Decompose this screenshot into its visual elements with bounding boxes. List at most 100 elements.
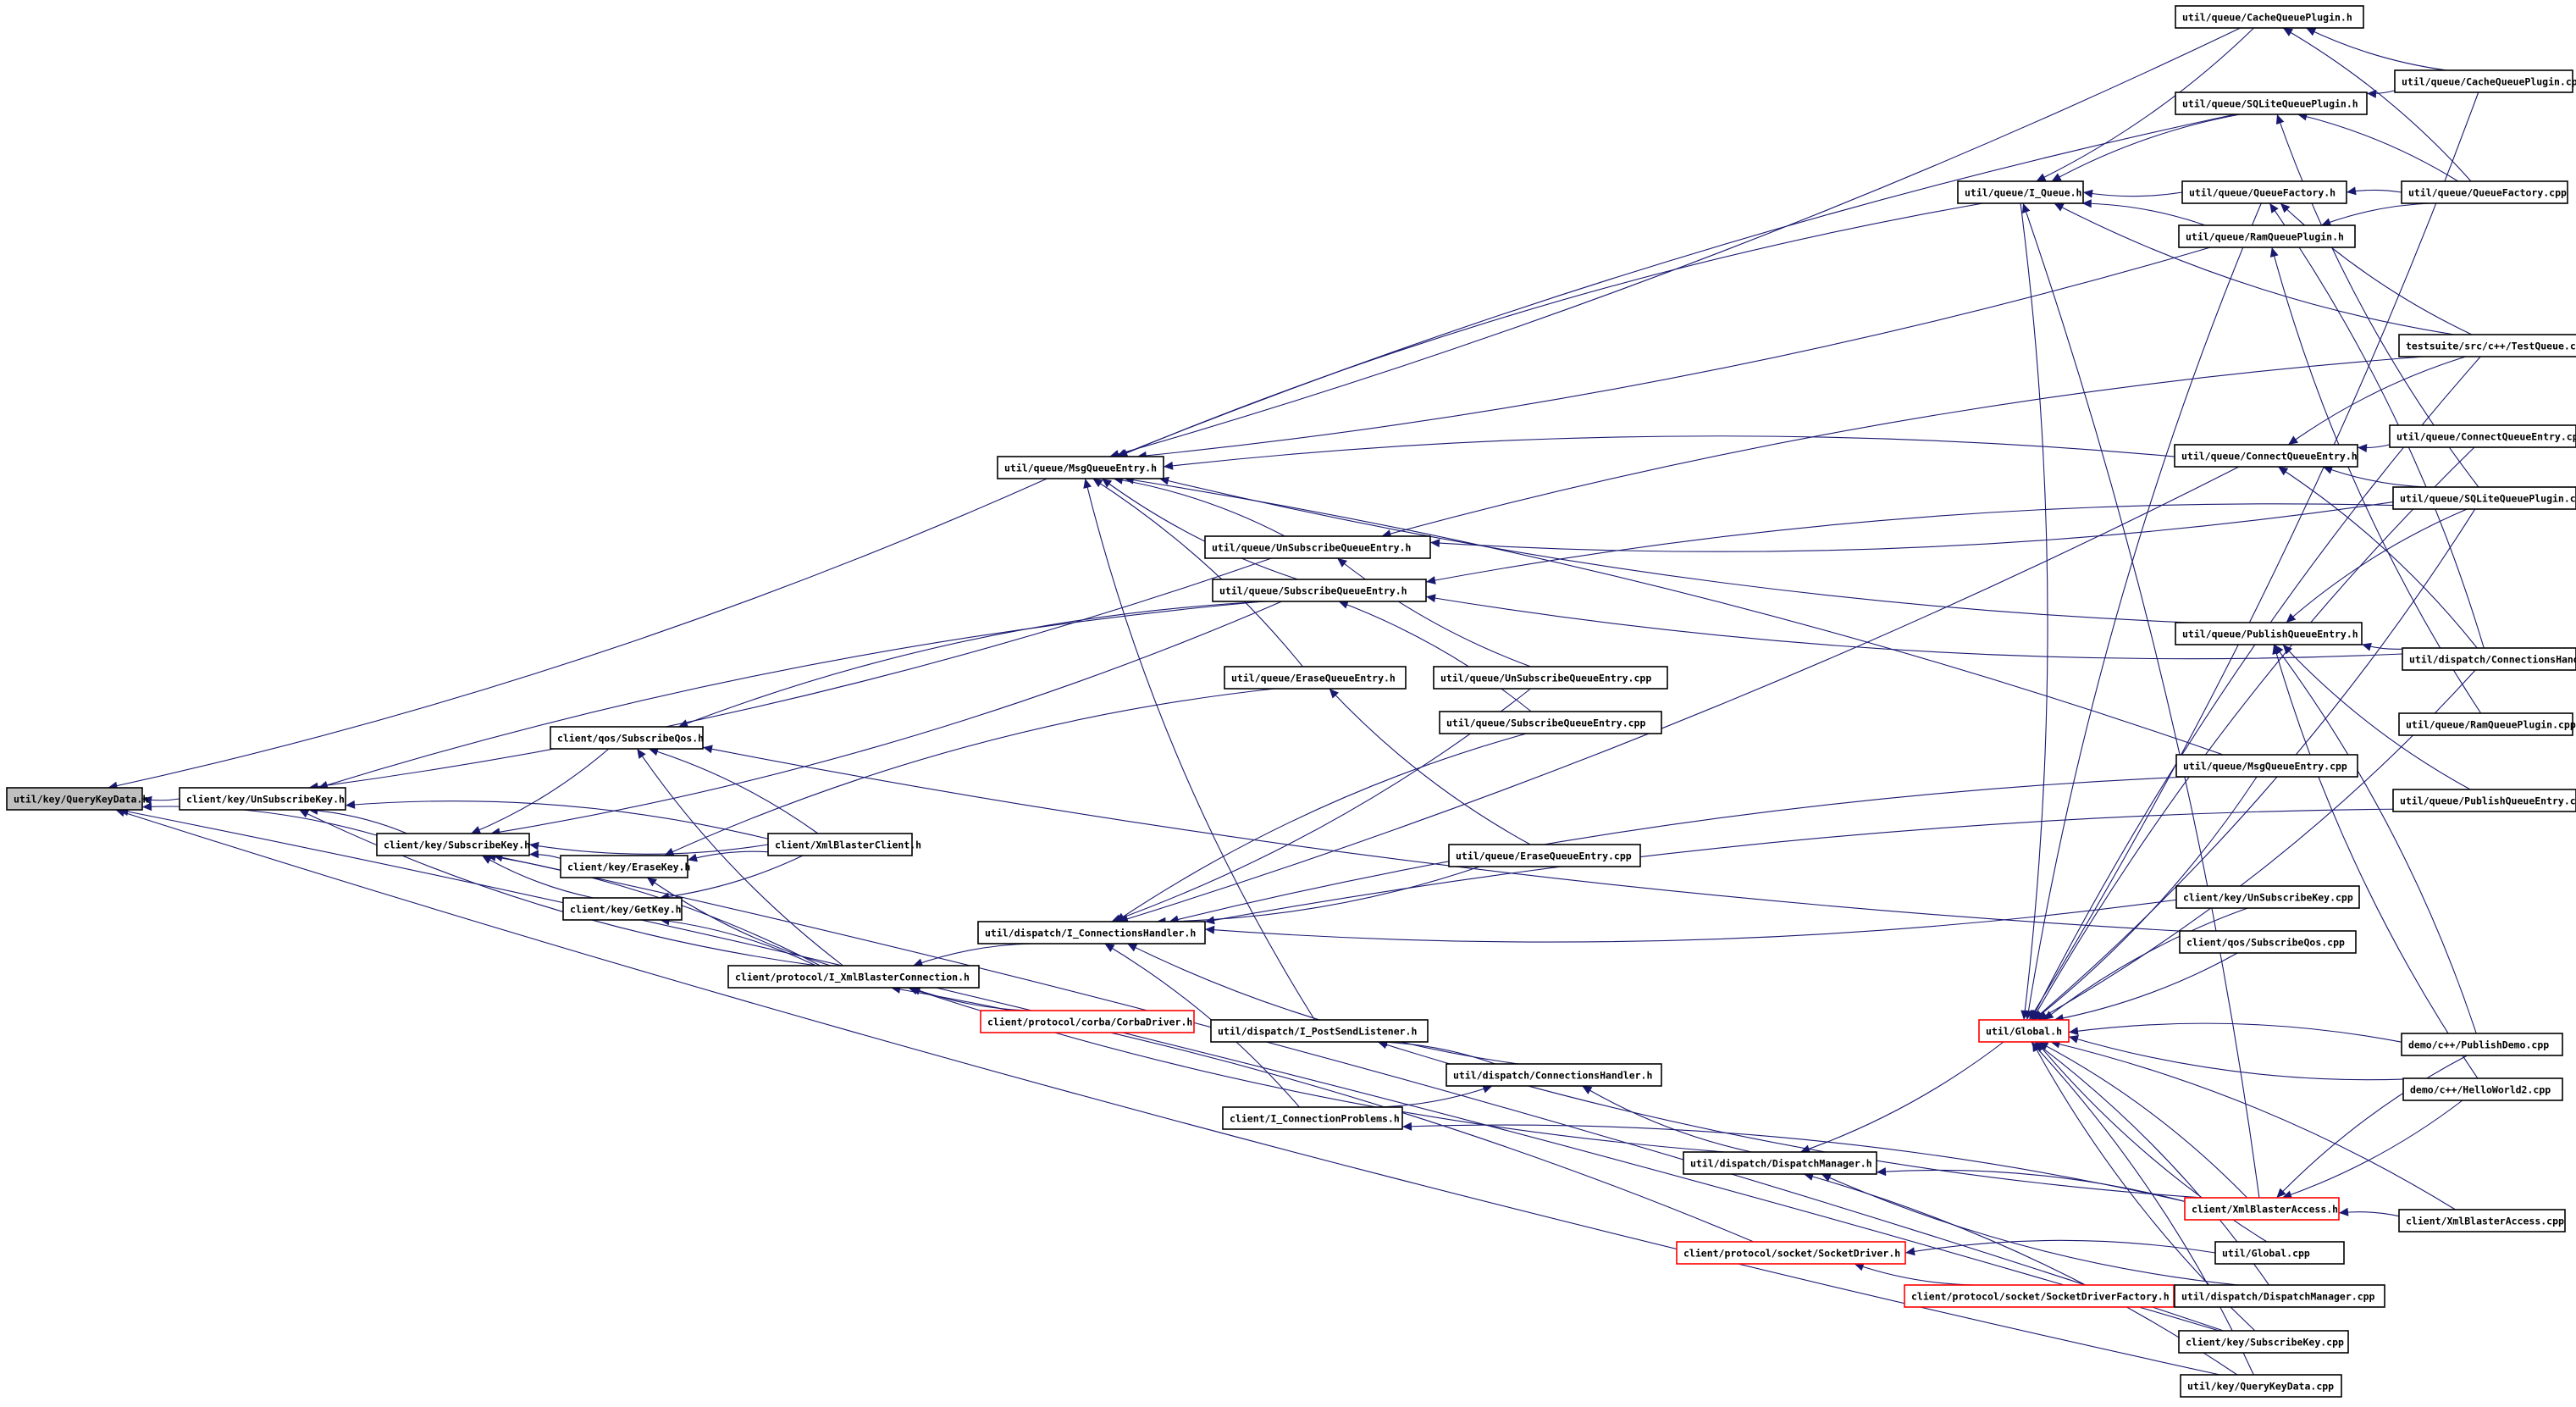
edge-n_eraseqe_h-to-n_erasekey_h	[664, 688, 1275, 856]
edge-n_connh_cpp-to-n_subqe_h	[1425, 595, 2403, 660]
node-box	[2175, 622, 2363, 645]
file-node-subkey-cpp[interactable]: client/key/SubscribeKey.cpp	[2178, 1330, 2349, 1354]
file-node-sockdrv-h[interactable]: client/protocol/socket/SocketDriver.h	[1676, 1241, 1906, 1265]
file-node-corba-h[interactable]: client/protocol/corba/CorbaDriver.h	[980, 1010, 1195, 1033]
file-node-global-cpp[interactable]: util/Global.cpp	[2214, 1241, 2345, 1265]
node-box	[2398, 712, 2573, 736]
edge-n_subqe_cpp-to-n_iconnh_h	[1115, 733, 1527, 922]
node-label: util/queue/CacheQueuePlugin.cpp	[2402, 76, 2576, 88]
file-node-ramqp-h[interactable]: util/queue/RamQueuePlugin.h	[2178, 224, 2356, 248]
file-node-sqliteqp-cpp[interactable]: util/queue/SQLiteQueuePlugin.cpp	[2392, 486, 2576, 510]
file-node-ixbconn-h[interactable]: client/protocol/I_XmlBlasterConnection.h	[727, 965, 980, 989]
file-node-erasekey-h[interactable]: client/key/EraseKey.h	[560, 855, 690, 878]
file-node-eraseqe-cpp[interactable]: util/queue/EraseQueueEntry.cpp	[1448, 844, 1641, 867]
file-node-subqe-cpp[interactable]: util/queue/SubscribeQueueEntry.cpp	[1439, 711, 1662, 734]
node-label: client/protocol/socket/SocketDriverFacto…	[1911, 1291, 2170, 1303]
file-node-pubqe-h[interactable]: util/queue/PublishQueueEntry.h	[2175, 622, 2363, 645]
edge-n_qfactory_h-to-n_iqueue_h	[2082, 191, 2183, 197]
file-node-sqliteqp-h[interactable]: util/queue/SQLiteQueuePlugin.h	[2175, 91, 2368, 115]
file-node-subkey-h[interactable]: client/key/SubscribeKey.h	[376, 833, 530, 856]
file-node-qkd-h[interactable]: util/key/QueryKeyData.h	[6, 787, 148, 811]
file-node-xbaccess-cpp[interactable]: client/XmlBlasterAccess.cpp	[2398, 1209, 2566, 1233]
arrowhead-n_global_h	[2069, 1035, 2079, 1044]
node-label: util/dispatch/DispatchManager.cpp	[2181, 1291, 2375, 1303]
node-box	[1448, 844, 1641, 867]
edge-n_msgqe_cpp-to-n_iconnh_h	[1169, 776, 2190, 922]
file-node-cacheqp-h[interactable]: util/queue/CacheQueuePlugin.h	[2175, 5, 2364, 29]
edges-layer	[108, 27, 2485, 1376]
arrowhead-n_erasekey_h	[664, 847, 675, 856]
edge-n_ipostsend_h-to-n_msgqe_h	[1084, 478, 1315, 1021]
edge-n_subkey_h-to-n_qkd_h	[141, 806, 378, 836]
file-node-dispmgr-h[interactable]: util/dispatch/DispatchManager.h	[1683, 1151, 1877, 1175]
node-label: util/queue/EraseQueueEntry.cpp	[1456, 850, 1632, 862]
arrowhead-n_msgqe_h	[1102, 479, 1113, 488]
file-node-pubqe-cpp[interactable]: util/queue/PublishQueueEntry.cpp	[2392, 789, 2576, 812]
node-label: client/key/UnSubscribeKey.cpp	[2183, 892, 2353, 904]
node-box	[1224, 666, 1407, 690]
file-node-connh-h[interactable]: util/dispatch/ConnectionsHandler.h	[1446, 1063, 1662, 1087]
file-node-eraseqe-h[interactable]: util/queue/EraseQueueEntry.h	[1224, 666, 1407, 690]
edge-n_eraseqe_h-to-n_msgqe_h	[1092, 478, 1303, 667]
edge-n_subqe_h-to-n_msgqe_h	[1101, 478, 1298, 580]
node-box	[2394, 69, 2573, 93]
file-node-hello2-cpp[interactable]: demo/c++/HelloWorld2.cpp	[2402, 1077, 2563, 1101]
file-node-msgqe-cpp[interactable]: util/queue/MsgQueueEntry.cpp	[2175, 754, 2358, 778]
arrowhead-n_dispmgr_h	[1877, 1167, 1887, 1177]
file-node-subqos-h[interactable]: client/qos/SubscribeQos.h	[550, 726, 704, 750]
arrowhead-n_iqueue_h	[2081, 199, 2092, 208]
arrowhead-n_global_h	[2031, 1042, 2041, 1052]
file-node-ipostsend-h[interactable]: util/dispatch/I_PostSendListener.h	[1210, 1019, 1429, 1043]
file-node-ramqp-cpp[interactable]: util/queue/RamQueuePlugin.cpp	[2398, 712, 2576, 736]
edge-n_connqe_cpp-to-n_global_h	[2032, 446, 2475, 1021]
file-node-qkd-cpp[interactable]: util/key/QueryKeyData.cpp	[2180, 1374, 2342, 1398]
file-node-getkey-h[interactable]: client/key/GetKey.h	[562, 897, 683, 921]
file-node-unsubqe-h[interactable]: util/queue/UnSubscribeQueueEntry.h	[1204, 535, 1431, 559]
file-node-unsubkey-cpp[interactable]: client/key/UnSubscribeKey.cpp	[2175, 885, 2360, 909]
arrowhead-n_cacheqp_h	[2282, 28, 2293, 36]
file-node-iqueue-h[interactable]: util/queue/I_Queue.h	[1957, 180, 2084, 204]
file-node-cacheqp-cpp[interactable]: util/queue/CacheQueuePlugin.cpp	[2394, 69, 2576, 93]
arrowhead-n_unsubqe_h	[1337, 558, 1347, 568]
node-label: client/key/UnSubscribeKey.h	[186, 794, 345, 806]
file-node-global-h[interactable]: util/Global.h	[1978, 1019, 2070, 1043]
file-node-pubdemo-cpp[interactable]: demo/c++/PublishDemo.cpp	[2401, 1033, 2563, 1056]
file-node-connqe-h[interactable]: util/queue/ConnectQueueEntry.h	[2174, 444, 2358, 468]
arrowhead-n_erasekey_h	[688, 853, 698, 862]
file-node-connh-cpp[interactable]: util/dispatch/ConnectionsHandler.cpp	[2402, 647, 2576, 671]
edge-n_qkd_cpp-to-n_global_h	[2031, 1041, 2254, 1376]
node-label: util/queue/PublishQueueEntry.cpp	[2400, 795, 2576, 807]
arrowhead-n_pubqe_h	[2362, 642, 2372, 651]
file-node-connqe-cpp[interactable]: util/queue/ConnectQueueEntry.cpp	[2389, 424, 2576, 448]
file-node-msgqe-h[interactable]: util/queue/MsgQueueEntry.h	[997, 456, 1164, 479]
file-node-xbclient-h[interactable]: client/XmlBlasterClient.h	[767, 833, 921, 856]
arrowhead-n_subqe_h	[1426, 576, 1436, 584]
node-box	[2392, 486, 2576, 510]
node-label: client/key/EraseKey.h	[567, 861, 690, 873]
node-label: demo/c++/PublishDemo.cpp	[2408, 1039, 2549, 1051]
arrowhead-n_ixbconn_h	[913, 958, 924, 967]
node-label: testsuite/src/c++/TestQueue.cpp	[2406, 341, 2576, 352]
edge-n_xbclient_h-to-n_unsubkey_h	[345, 800, 769, 839]
file-node-qfactory-cpp[interactable]: util/queue/QueueFactory.cpp	[2401, 180, 2568, 204]
file-node-unsubkey-h[interactable]: client/key/UnSubscribeKey.h	[179, 787, 346, 811]
arrowhead-n_iconnh_h	[1205, 916, 1215, 925]
arrowhead-n_qfactory_h	[2280, 203, 2291, 213]
node-box	[179, 787, 346, 811]
file-node-testqueue-cpp[interactable]: testsuite/src/c++/TestQueue.cpp	[2398, 334, 2576, 357]
file-node-qfactory-h[interactable]: util/queue/QueueFactory.h	[2181, 180, 2347, 204]
file-node-sockdrvf-h[interactable]: client/protocol/socket/SocketDriverFacto…	[1904, 1284, 2175, 1308]
arrowhead-n_msgqe_h	[1083, 479, 1092, 489]
node-label: util/queue/UnSubscribeQueueEntry.cpp	[1440, 673, 1651, 684]
file-node-dispmgr-cpp[interactable]: util/dispatch/DispatchManager.cpp	[2174, 1284, 2385, 1308]
file-node-xbaccess-h[interactable]: client/XmlBlasterAccess.h	[2184, 1197, 2340, 1221]
file-node-unsubqe-cpp[interactable]: util/queue/UnSubscribeQueueEntry.cpp	[1433, 666, 1668, 690]
file-node-iconnh-h[interactable]: util/dispatch/I_ConnectionsHandler.h	[977, 921, 1206, 944]
node-box	[550, 726, 704, 750]
file-node-subqe-h[interactable]: util/queue/SubscribeQueueEntry.h	[1212, 579, 1427, 602]
node-label: util/queue/PublishQueueEntry.h	[2182, 629, 2358, 640]
file-node-iconnprob-h[interactable]: client/I_ConnectionProblems.h	[1222, 1106, 1403, 1130]
arrowhead-n_global_h	[2069, 1027, 2079, 1036]
node-box	[2175, 5, 2364, 29]
file-node-subqos-cpp[interactable]: client/qos/SubscribeQos.cpp	[2179, 930, 2357, 954]
